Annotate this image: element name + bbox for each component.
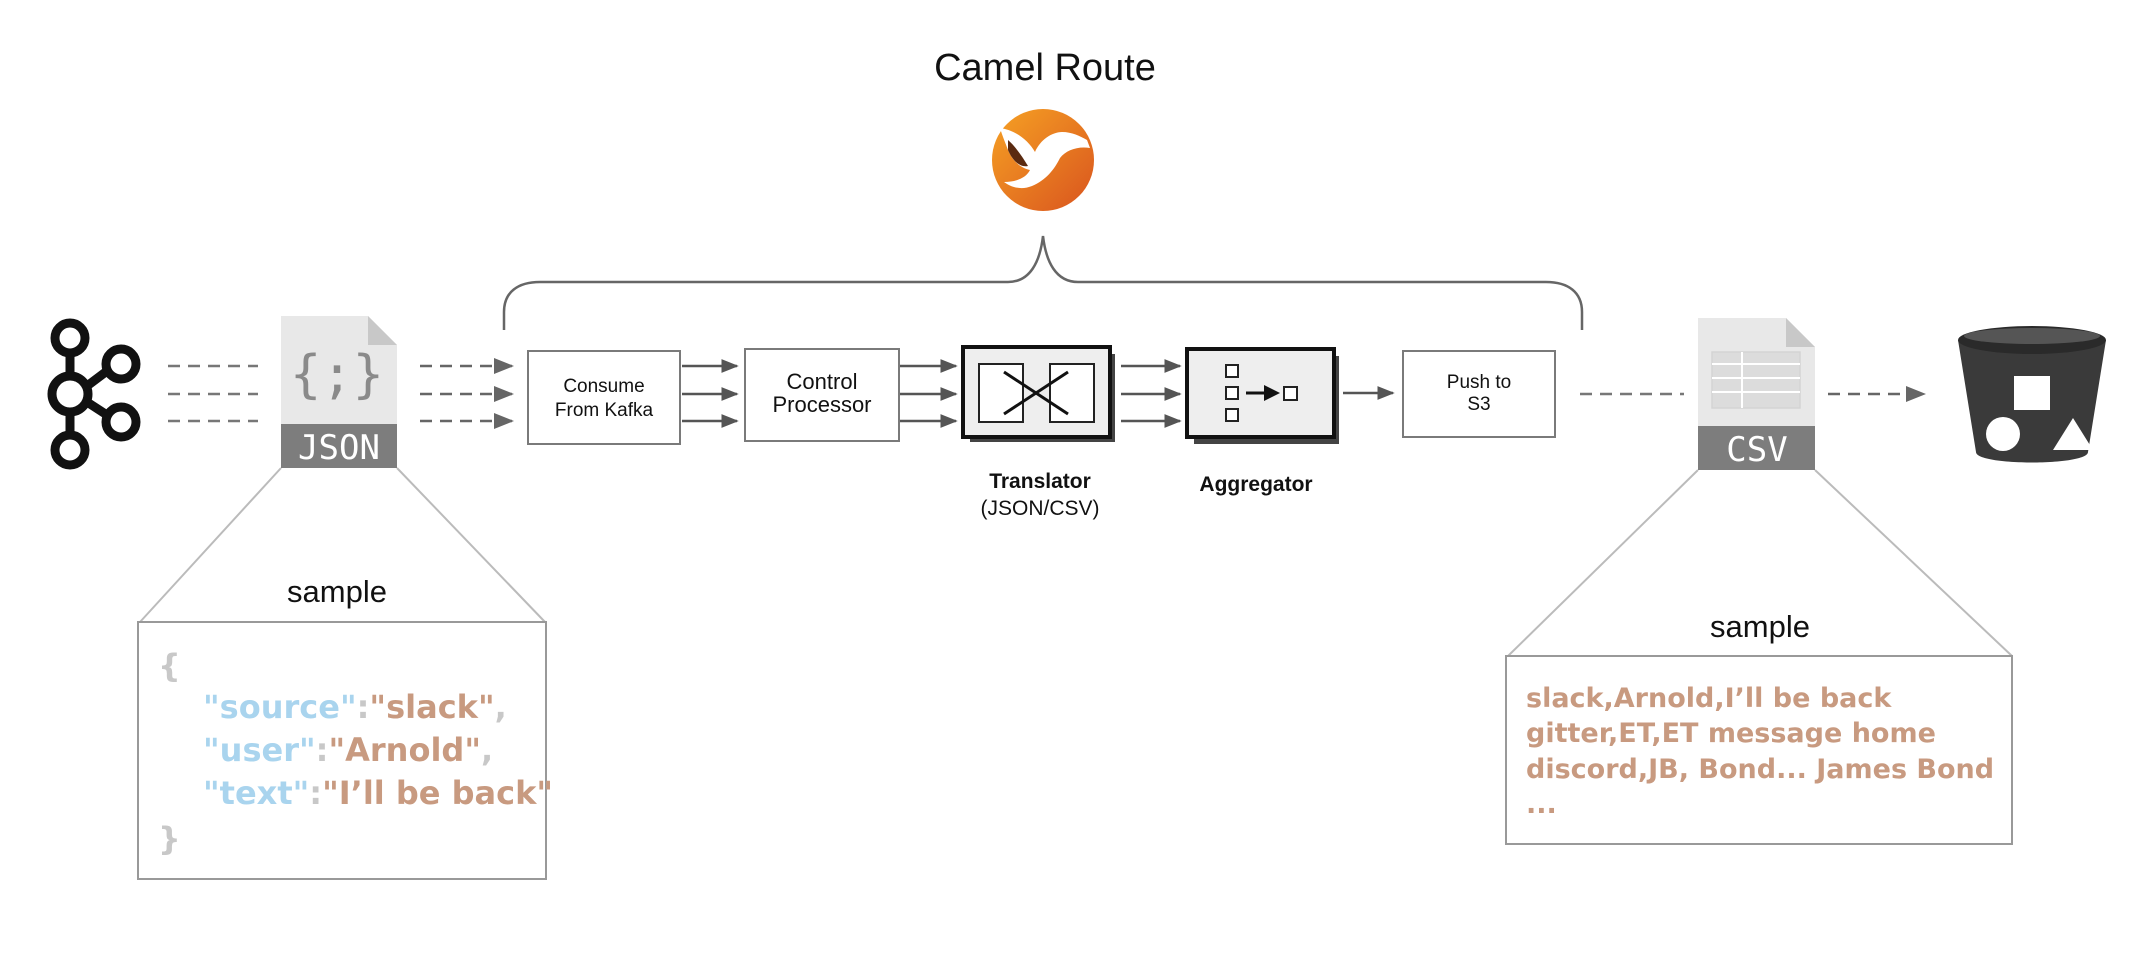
json-tail: , — [495, 688, 507, 726]
json-sample-callout: sample { "source":"slack", "user":"Arnol… — [137, 467, 553, 880]
translator-to-aggregator-links — [1121, 359, 1182, 428]
json-value: "Arnold" — [328, 731, 481, 769]
json-open-brace: { — [158, 647, 181, 685]
csv-sample-callout: sample slack,Arnold,I’ll be back gitter,… — [1505, 469, 2013, 845]
s3-bucket-icon — [1958, 326, 2106, 463]
json-field-source: "source":"slack", — [203, 688, 507, 726]
control-processor-step: Control Processor — [744, 348, 900, 442]
json-tail: , — [481, 731, 493, 769]
json-key: "text" — [203, 774, 309, 812]
consume-from-kafka-step: Consume From Kafka — [527, 350, 681, 445]
json-value: "slack" — [369, 688, 494, 726]
kafka-to-json-links — [168, 364, 258, 423]
json-key: "user" — [203, 731, 316, 769]
consume-label-2: From Kafka — [555, 400, 654, 421]
aggregator-label: Aggregator — [1199, 473, 1312, 496]
control-label-2: Processor — [772, 392, 871, 417]
json-close-brace: } — [158, 820, 181, 858]
csv-sample-heading: sample — [1710, 609, 1810, 644]
push-to-s3-step: Push to S3 — [1402, 350, 1556, 438]
json-field-user: "user":"Arnold", — [203, 731, 493, 769]
diagram-title: Camel Route — [934, 47, 1156, 89]
control-label-1: Control — [787, 369, 858, 394]
json-sep: : — [316, 731, 329, 769]
translator-label: Translator — [989, 470, 1091, 493]
translator-step: Translator (JSON/CSV) — [961, 345, 1115, 520]
json-sample-heading: sample — [287, 574, 387, 609]
csv-line: discord,JB, Bond... James Bond — [1526, 754, 1994, 785]
csv-line: slack,Arnold,I’ll be back — [1526, 683, 1892, 714]
json-to-consume-links — [420, 358, 514, 429]
json-value: "I’ll be back" — [322, 774, 553, 812]
translator-sublabel: (JSON/CSV) — [980, 497, 1099, 520]
control-to-translator-links — [900, 359, 958, 428]
consume-label-1: Consume — [563, 376, 644, 397]
json-file-icon: {;} JSON — [281, 316, 397, 468]
push-label-2: S3 — [1467, 394, 1490, 415]
camel-logo — [992, 109, 1094, 211]
csv-line: gitter,ET,ET message home — [1526, 718, 1936, 749]
csv-line: ... — [1526, 789, 1557, 820]
json-key: "source" — [203, 688, 357, 726]
route-brace — [502, 235, 1584, 330]
csv-file-icon: CSV — [1698, 318, 1815, 470]
json-glyph: {;} — [290, 345, 384, 405]
json-sep: : — [357, 688, 370, 726]
json-sep: : — [309, 774, 322, 812]
consume-to-control-links — [682, 359, 739, 428]
push-label-1: Push to — [1447, 372, 1511, 393]
aggregator-step: Aggregator — [1185, 347, 1339, 496]
csv-format-label: CSV — [1726, 430, 1787, 470]
json-format-label: JSON — [298, 428, 380, 468]
json-field-text: "text":"I’ll be back" — [203, 774, 553, 812]
kafka-icon — [47, 318, 141, 470]
